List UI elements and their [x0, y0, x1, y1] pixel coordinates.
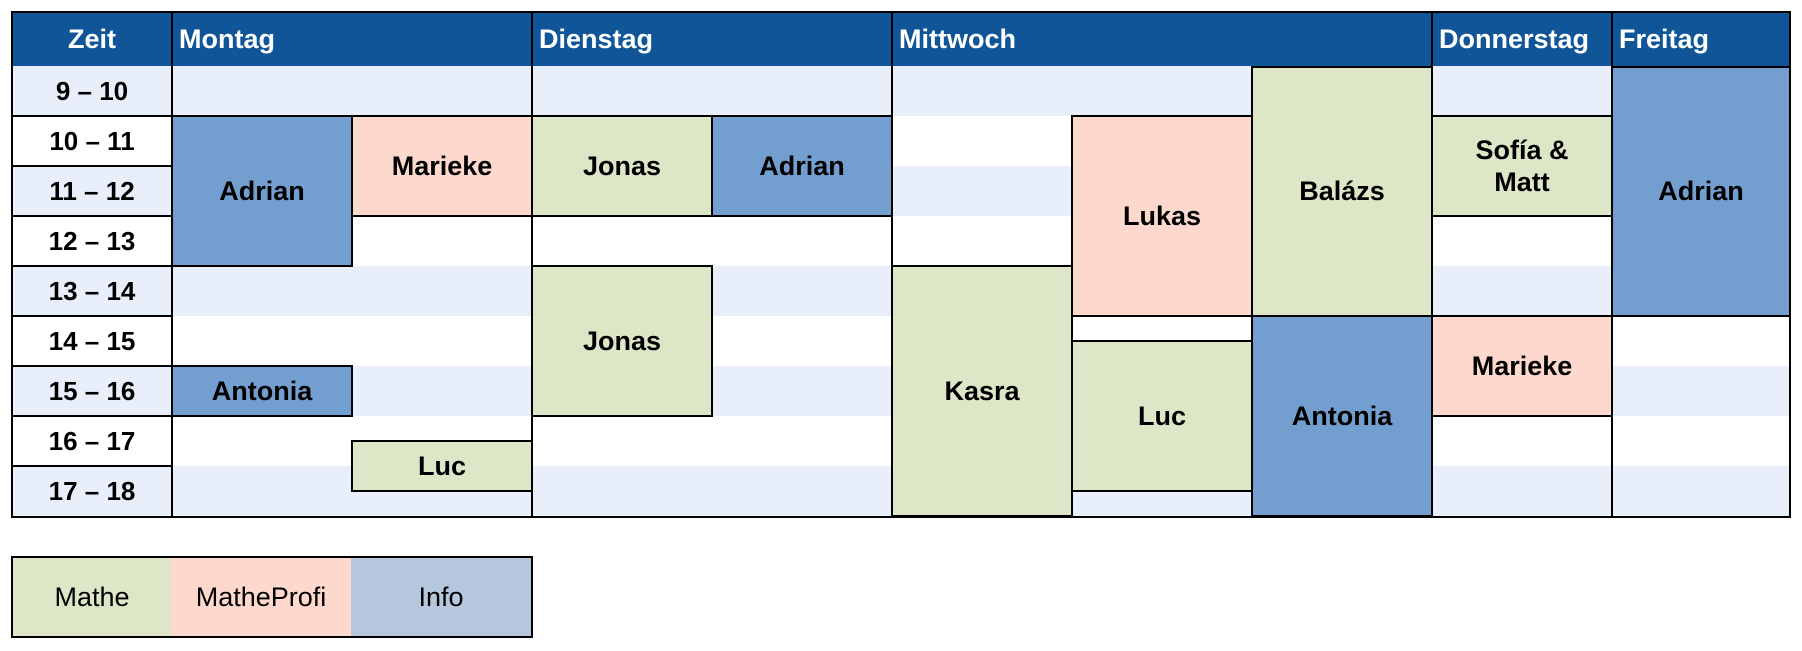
time-slot: 12 – 13 — [48, 225, 136, 256]
day-divider — [531, 12, 533, 517]
header-day-dienstag: Dienstag — [532, 12, 892, 66]
lesson-block[interactable]: Antonia — [171, 365, 353, 417]
lesson-block[interactable]: Adrian — [711, 115, 893, 217]
time-slot: 16 – 17 — [48, 425, 136, 456]
legend-mathe: Mathe — [11, 556, 173, 638]
time-divider — [12, 165, 172, 167]
time-slot: 14 – 15 — [48, 325, 136, 356]
time-divider — [12, 315, 172, 317]
header-day-freitag: Freitag — [1612, 12, 1790, 66]
time-slot: 9 – 10 — [55, 75, 129, 106]
time-slot: 13 – 14 — [48, 275, 136, 306]
legend-info: Info — [351, 556, 533, 638]
time-slot: 15 – 16 — [48, 375, 136, 406]
lesson-block[interactable]: Luc — [1071, 340, 1253, 492]
lesson-block[interactable]: Sofía & Matt — [1431, 115, 1613, 217]
time-slot: 10 – 11 — [49, 125, 135, 156]
lesson-block[interactable]: Adrian — [1611, 66, 1791, 317]
time-slot: 11 – 12 — [49, 175, 135, 206]
lesson-block[interactable]: Balázs — [1251, 66, 1433, 317]
lesson-block[interactable]: Antonia — [1251, 315, 1433, 517]
header-day-donnerstag: Donnerstag — [1432, 12, 1612, 66]
time-slot: 17 – 18 — [48, 475, 136, 506]
time-divider — [12, 215, 172, 217]
time-divider — [12, 415, 172, 417]
header-zeit: Zeit — [12, 12, 172, 66]
lesson-block[interactable]: Marieke — [1431, 315, 1613, 417]
lesson-block[interactable]: Jonas — [531, 115, 713, 217]
day-divider — [891, 12, 893, 517]
legend-matheprofi: MatheProfi — [171, 556, 353, 638]
time-divider — [12, 365, 172, 367]
lesson-block[interactable]: Marieke — [351, 115, 533, 217]
header-day-montag: Montag — [172, 12, 532, 66]
header-day-mittwoch: Mittwoch — [892, 12, 1432, 66]
time-divider — [12, 115, 172, 117]
time-divider — [12, 465, 172, 467]
lesson-block[interactable]: Adrian — [171, 115, 353, 267]
lesson-block[interactable]: Lukas — [1071, 115, 1253, 317]
lesson-block[interactable]: Luc — [351, 440, 533, 492]
time-divider — [12, 265, 172, 267]
lesson-block[interactable]: Jonas — [531, 265, 713, 417]
row-stripe — [12, 66, 1790, 116]
lesson-block[interactable]: Kasra — [891, 265, 1073, 517]
